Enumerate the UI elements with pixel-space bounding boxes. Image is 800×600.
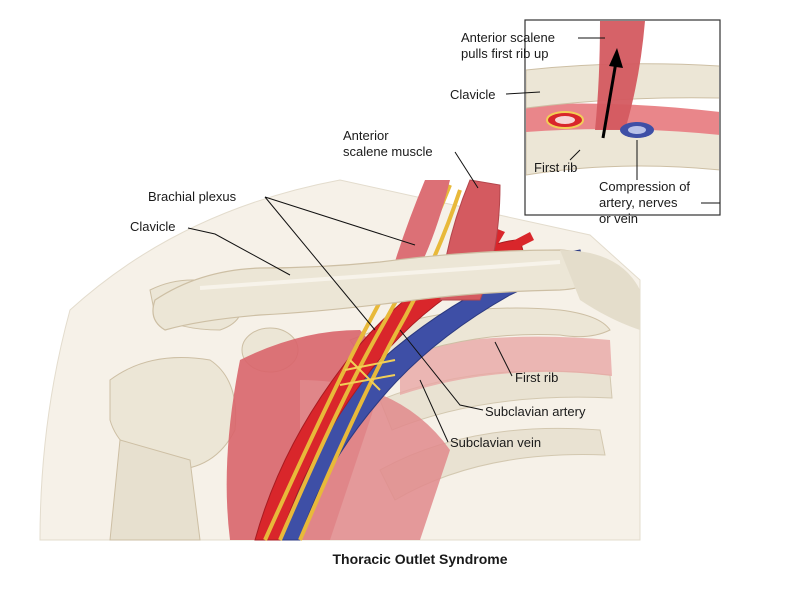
inset-leader-first-rib — [569, 149, 581, 161]
label-subclavian-vein: Subclavian vein — [450, 435, 541, 450]
clavicle-highlight — [199, 260, 561, 290]
subclavian-artery-shape — [254, 239, 526, 541]
inset-scalene-muscle — [595, 21, 645, 130]
inset-label-pulls-line1: Anterior scalene — [461, 30, 555, 45]
label-clavicle: Clavicle — [130, 219, 176, 234]
label-anterior-scalene-line1: Anterior — [343, 128, 389, 143]
label-subclavian-artery: Subclavian artery — [485, 404, 586, 419]
leader-first-rib — [494, 341, 513, 377]
inset-arrow-head — [609, 48, 623, 68]
label-brachial-plexus: Brachial plexus — [148, 189, 237, 204]
leader-anterior-scalene — [454, 151, 479, 189]
leader-subclavian-vein — [419, 379, 449, 443]
leader-subclavian-artery — [399, 329, 484, 411]
inset-label-clavicle: Clavicle — [450, 87, 496, 102]
leader-clavicle — [187, 227, 291, 276]
label-anterior-scalene-line2: scalene muscle — [343, 144, 433, 159]
main-labels: Anterior scalene muscle Brachial plexus … — [130, 128, 586, 450]
inset-artery-lumen — [555, 116, 575, 124]
inset-label-compression-line3: or vein — [599, 211, 638, 226]
inset-label-compression-line1: Compression of — [599, 179, 690, 194]
inset-vein-lumen — [628, 126, 646, 134]
label-first-rib: First rib — [515, 370, 558, 385]
inset-label-first-rib: First rib — [534, 160, 577, 175]
inset-panel: Anterior scalene pulls first rib up Clav… — [450, 19, 721, 226]
intercostal-muscle — [400, 336, 612, 395]
humerus-shaft — [109, 439, 201, 541]
inset-arrow-shaft — [601, 61, 618, 139]
sternal-region — [560, 250, 640, 330]
leader-brachial-plexus-b — [264, 196, 376, 331]
inset-label-compression-line2: artery, nerves — [599, 195, 678, 210]
leader-brachial-plexus-a — [264, 196, 416, 246]
nerve-cross-pattern — [339, 359, 396, 391]
inset-leader-clavicle — [505, 91, 541, 95]
figure-caption: Thoracic Outlet Syndrome — [332, 551, 507, 567]
inset-label-pulls-line2: pulls first rib up — [461, 46, 548, 61]
anatomy-illustration — [39, 179, 641, 541]
